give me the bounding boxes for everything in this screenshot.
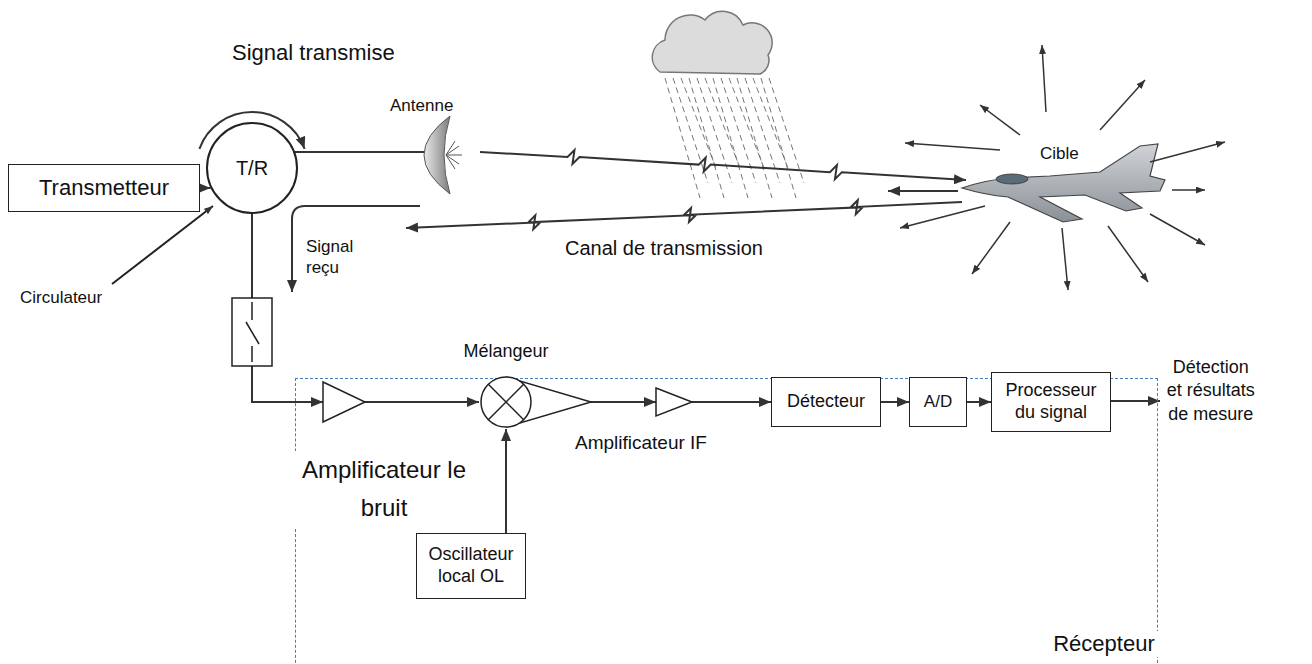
- overlay: [232, 298, 272, 366]
- node-label: Oscillateur local OL: [425, 544, 517, 587]
- outgoing-wave: [480, 150, 966, 180]
- oscillator-box: Oscillateur local OL: [416, 533, 526, 599]
- circulator-label: Circulateur: [20, 288, 102, 308]
- if-amplifier: Amplificateur IF: [656, 388, 692, 416]
- node-label: Mélangeur: [439, 341, 573, 363]
- scatter-ray: [1108, 226, 1148, 282]
- leader-line: [112, 206, 213, 284]
- scatter-ray: [900, 206, 985, 228]
- receive-line: [292, 206, 420, 292]
- rain-streak: [761, 78, 796, 198]
- antenna-burst: [446, 141, 462, 169]
- rain: [665, 78, 804, 198]
- node-label: Détecteur: [787, 391, 865, 413]
- signal-connector: [200, 187, 211, 189]
- scatter-ray: [980, 105, 1020, 135]
- mixer-symbol: Mélangeur: [479, 375, 591, 429]
- scatter-ray: [905, 143, 1000, 150]
- node-label: Amplificateur IF: [541, 432, 741, 455]
- rain-streak: [673, 78, 708, 183]
- rain-streak: [769, 78, 804, 183]
- channel-label: Canal de transmission: [565, 236, 763, 260]
- node-label: Récepteur: [1048, 631, 1160, 657]
- rain-streak: [753, 78, 788, 168]
- node-label: Transmetteur: [39, 175, 169, 201]
- scatter-ray: [1150, 214, 1205, 245]
- rain-streak: [737, 78, 772, 198]
- if-amplifier-outline: [656, 388, 692, 416]
- transmitter-box: Transmetteur: [8, 164, 200, 212]
- signal-connector: [881, 401, 909, 403]
- node-label: T/R: [236, 156, 268, 180]
- circulator-circle: T/R: [206, 122, 298, 214]
- converter-box: A/D: [909, 377, 967, 427]
- low-noise-amplifier-outline: [323, 382, 365, 422]
- scatter-ray: [1172, 189, 1205, 191]
- low-noise-amplifier: Amplificateur le bruit: [323, 382, 365, 422]
- rain-cloud: [652, 11, 772, 74]
- scatter-ray: [1062, 228, 1068, 290]
- detector-box: Détecteur: [771, 377, 881, 427]
- mixer-symbol-outline: [479, 375, 591, 429]
- antenna-label: Antenne: [390, 96, 453, 116]
- signal-connector: [505, 429, 507, 533]
- switch-box: [232, 298, 272, 366]
- scatter-ray: [1150, 142, 1225, 162]
- switch-symbol: [246, 302, 259, 362]
- signal-label: Signal transmise: [232, 40, 395, 66]
- echo-arrow: [888, 190, 958, 192]
- processor-box: Processeur du signal: [991, 372, 1111, 432]
- signal-connector: [591, 401, 656, 403]
- signal-label: Signal reçu: [306, 236, 368, 279]
- node-label: A/D: [924, 392, 952, 412]
- scatter-ray: [972, 222, 1010, 274]
- node-label: Processeur du signal: [1000, 380, 1102, 423]
- connectors: [200, 188, 991, 533]
- scatter-ray: [1100, 80, 1145, 130]
- feed-line: [295, 151, 428, 153]
- rain-streak: [713, 78, 748, 198]
- signal-connector: [967, 401, 991, 403]
- signal-connector: [692, 401, 771, 403]
- receiver-region: Amplificateur le bruitMélangeurAmplifica…: [295, 378, 1158, 664]
- illustration: [112, 11, 1225, 401]
- signal-connector: [365, 401, 479, 403]
- output-label: Détection et résultats de mesure: [1166, 356, 1256, 426]
- output-arrow: [1110, 400, 1160, 402]
- target-aircraft: [962, 144, 1165, 222]
- aircraft-canopy: [996, 174, 1028, 184]
- rain-streak: [665, 78, 700, 198]
- scatter-rays: [900, 45, 1225, 290]
- rain-streak: [697, 78, 732, 183]
- scatter-ray: [1042, 45, 1046, 112]
- rain-streak: [689, 78, 724, 198]
- node-label: Amplificateur le bruit: [293, 451, 475, 528]
- target-label: Cible: [1040, 144, 1079, 164]
- return-wave: [406, 200, 962, 229]
- transmission-channel: [406, 150, 966, 229]
